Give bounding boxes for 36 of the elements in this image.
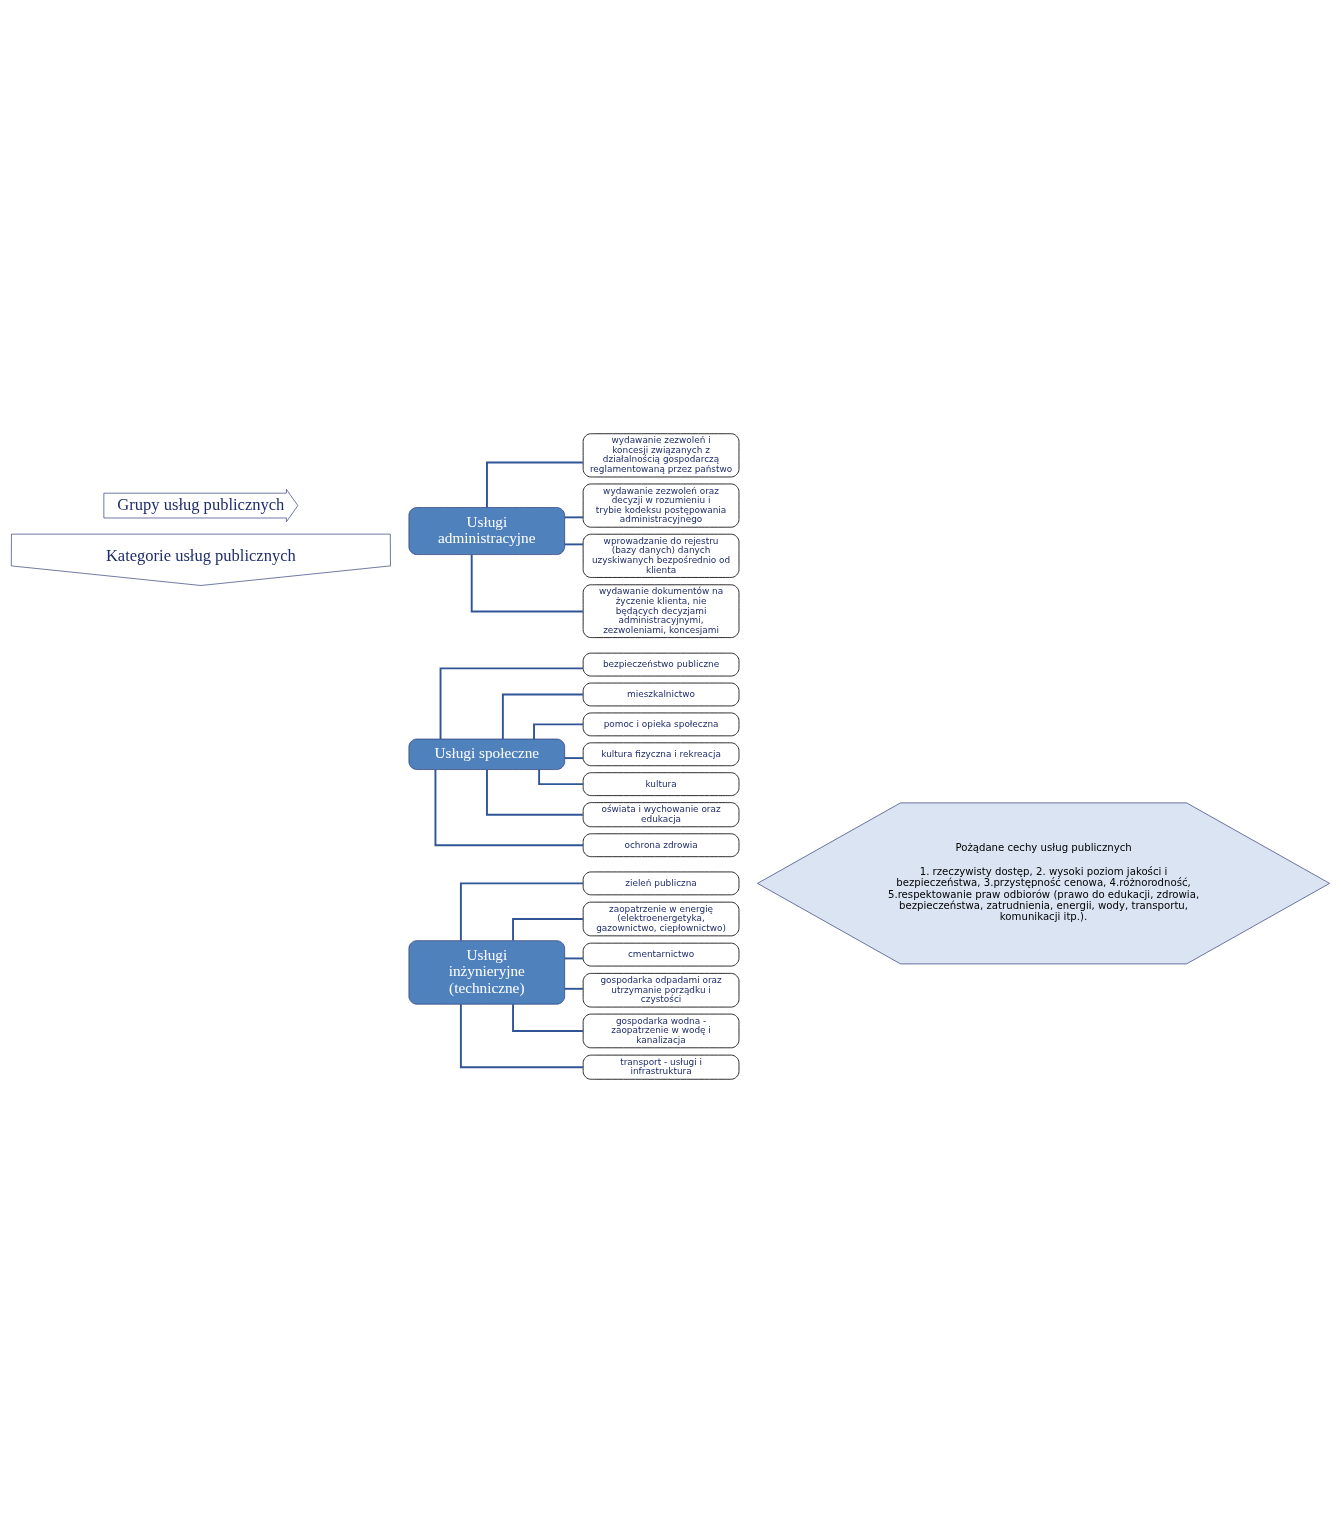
connector	[538, 768, 585, 786]
node-box: gospodarka wodna - zaopatrzenie w wodę i kanalizacja	[582, 1013, 740, 1049]
node-box: kultura fizyczna i rekreacja	[582, 742, 740, 767]
node-box: Usługi inżynieryjne (techniczne)	[408, 940, 566, 1005]
connector	[512, 1003, 584, 1032]
connector	[486, 768, 584, 816]
connector	[459, 1003, 585, 1069]
node-box: kultura	[582, 772, 740, 797]
node-box: wydawanie dokumentów na życzenie klienta, nie będących decyzjami administracyjnymi, zezwoleniami, koncesjami	[582, 584, 740, 639]
connector	[533, 723, 585, 740]
connector	[486, 461, 584, 509]
connector	[501, 693, 585, 740]
node-box: bezpieczeństwo publiczne	[582, 652, 740, 677]
connector	[439, 667, 584, 740]
connector	[563, 543, 584, 546]
node-box: wprowadzanie do rejestru (bazy danych) danych uzyskiwanych bezpośrednio od klienta	[582, 533, 740, 578]
node-box: cmentarnictwo	[582, 942, 740, 967]
connector	[470, 553, 584, 613]
node-box: pomoc i opieka społeczna	[582, 712, 740, 737]
node-box: ochrona zdrowia	[582, 833, 740, 858]
connector	[563, 757, 584, 760]
node-box: gospodarka odpadami oraz utrzymanie porządku i czystości	[582, 972, 740, 1008]
connector	[563, 516, 584, 519]
connector	[563, 987, 584, 990]
connector	[434, 768, 585, 847]
connector	[563, 957, 584, 960]
node-box: Usługi społeczne	[408, 738, 566, 770]
node-box: wydawanie zezwoleń i koncesji związanych z działalnością gospodarczą reglamentowaną przez państwo	[582, 433, 740, 478]
node-box: zieleń publiczna	[582, 871, 740, 896]
node-box: mieszkalnictwo	[582, 682, 740, 707]
node-box: transport - usługi i infrastruktura	[582, 1054, 740, 1080]
node-box: wydawanie zezwoleń oraz decyzji w rozumieniu i trybie kodeksu postępowania administracyjnego	[582, 483, 740, 528]
connector	[459, 882, 585, 942]
node-box: zaopatrzenie w energię (elektroenergetyka, gazownictwo, ciepłownictwo)	[582, 901, 740, 937]
node-box: oświata i wychowanie oraz edukacja	[582, 802, 740, 828]
node-box: Usługi administracyjne	[408, 507, 566, 555]
